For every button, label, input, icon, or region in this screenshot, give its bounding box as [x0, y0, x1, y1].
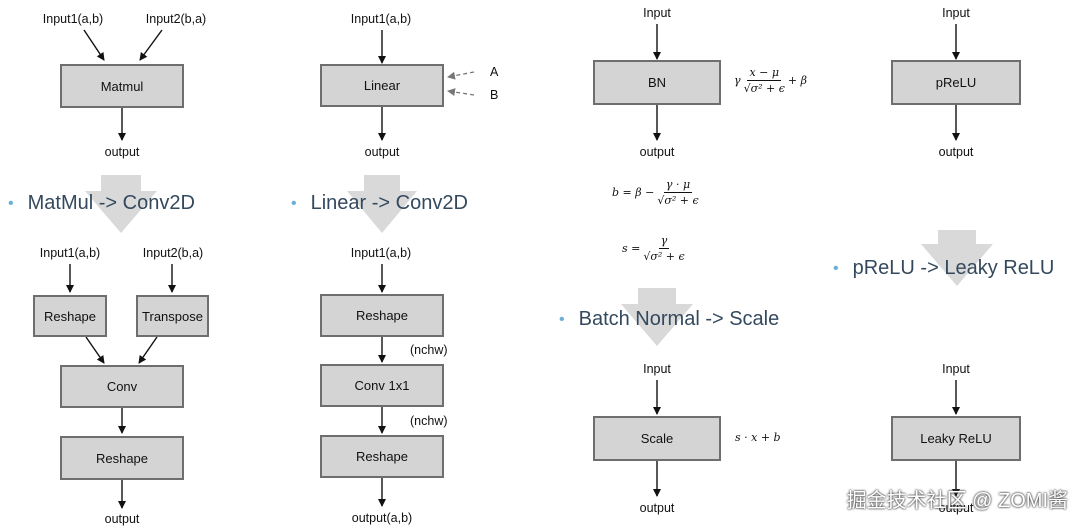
leaky-output-label: output	[938, 501, 974, 515]
linear-output-label: output	[364, 145, 400, 159]
leaky-relu-node: Leaky ReLU	[891, 416, 1021, 461]
conv1x1-output-label: output(a,b)	[351, 511, 413, 525]
transpose-node: Transpose	[136, 295, 209, 337]
arrow-input1-to-matmul	[83, 29, 105, 61]
bullet-linear-to-conv2d: • Linear -> Conv2D	[291, 192, 468, 215]
reshape-out-node: Reshape	[60, 436, 184, 480]
matmul-output-label: output	[104, 145, 140, 159]
linear-node: Linear	[320, 64, 444, 107]
bullet-dot-icon: •	[833, 259, 839, 277]
bullet-matmul-to-conv2d: • MatMul -> Conv2D	[8, 192, 195, 215]
prelu-node: pReLU	[891, 60, 1021, 105]
reshape-in-node: Reshape	[320, 294, 444, 337]
arrow-b-to-linear	[447, 88, 475, 97]
bn-input-label: Input	[643, 6, 671, 20]
bullet-linear-text: Linear -> Conv2D	[310, 192, 468, 214]
layout-nchw-label-1: (nchw)	[410, 343, 448, 357]
layout-nchw-label-2: (nchw)	[410, 414, 448, 428]
linear-input-label: Input1(a,b)	[350, 12, 412, 26]
scale-node: Scale	[593, 416, 721, 461]
bullet-matmul-text: MatMul -> Conv2D	[27, 192, 195, 214]
conv-input2-label: Input2(b,a)	[142, 246, 204, 260]
bullet-dot-icon: •	[559, 310, 565, 328]
leaky-input-label: Input	[942, 362, 970, 376]
conv1x1-input-label: Input1(a,b)	[350, 246, 412, 260]
bullet-prelu-text: pReLU -> Leaky ReLU	[852, 257, 1055, 279]
conv-output-label: output	[104, 512, 140, 526]
bullet-dot-icon: •	[8, 194, 14, 212]
weight-a-label: A	[490, 65, 499, 79]
bullet-bn-text: Batch Normal -> Scale	[578, 308, 780, 330]
bullet-dot-icon: •	[291, 194, 297, 212]
matmul-input1-label: Input1(a,b)	[42, 12, 104, 26]
arrow-input2-to-matmul	[139, 29, 163, 61]
transform-arrow-prelu	[921, 230, 993, 286]
scale-formula: s = γ√σ² + ϵ	[622, 234, 685, 263]
bullet-bn-to-scale: • Batch Normal -> Scale	[559, 308, 779, 331]
conv-input1-label: Input1(a,b)	[39, 246, 101, 260]
transform-arrow-matmul	[85, 175, 157, 233]
matmul-node: Matmul	[60, 64, 184, 108]
reshape-left-node: Reshape	[33, 295, 107, 337]
arrow-reshape-to-conv	[85, 336, 105, 364]
reshape-out2-node: Reshape	[320, 435, 444, 478]
arrow-a-to-linear	[447, 71, 475, 80]
scale-op-formula: s · x + b	[735, 431, 781, 444]
transform-arrow-linear	[347, 175, 417, 233]
bias-formula: b = β − γ · μ√σ² + ϵ	[612, 178, 699, 207]
bn-output-label: output	[639, 145, 675, 159]
conv1x1-node: Conv 1x1	[320, 364, 444, 407]
bullet-prelu-to-leaky: • pReLU -> Leaky ReLU	[833, 257, 1054, 280]
prelu-output-label: output	[938, 145, 974, 159]
scale-input-label: Input	[643, 362, 671, 376]
matmul-input2-label: Input2(b,a)	[145, 12, 207, 26]
bn-formula: γ x − μ√σ² + ϵ + β	[734, 66, 807, 95]
conv-node: Conv	[60, 365, 184, 408]
weight-b-label: B	[490, 88, 499, 102]
bn-node: BN	[593, 60, 721, 105]
arrow-transpose-to-conv	[138, 336, 158, 364]
scale-output-label: output	[639, 501, 675, 515]
prelu-input-label: Input	[942, 6, 970, 20]
watermark: 掘金技术社区 @ ZOMI酱	[846, 490, 1068, 512]
transform-arrow-bn	[621, 288, 693, 346]
